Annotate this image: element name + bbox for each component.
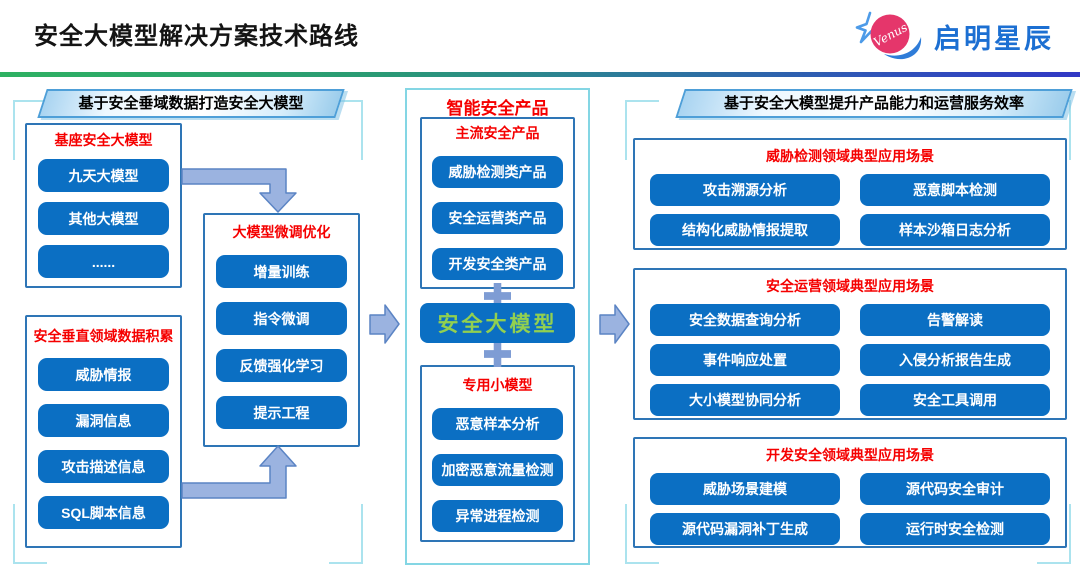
right-arrow-icon: [369, 304, 400, 344]
node-button: 攻击溯源分析: [650, 174, 840, 206]
header-divider-bar: [0, 72, 1080, 77]
elbow-arrow-up-icon: [181, 445, 297, 499]
box-title: 专用小模型: [462, 377, 533, 393]
node-button: SQL脚本信息: [38, 496, 169, 529]
right-arrow-icon: [599, 304, 630, 344]
box-model-finetuning: 大模型微调优化 增量训练 指令微调 反馈强化学习 提示工程: [203, 213, 360, 447]
box-mainstream-products: 主流安全产品 威胁检测类产品 安全运营类产品 开发安全类产品: [420, 117, 575, 289]
corner-bracket: [329, 504, 363, 564]
box-dev-security-scenarios: 开发安全领域典型应用场景 威胁场景建模 源代码安全审计 源代码漏洞补丁生成 运行…: [633, 437, 1067, 548]
left-panel-banner: 基于安全垂域数据打造安全大模型: [37, 89, 345, 118]
box-threat-detection-scenarios: 威胁检测领域典型应用场景 攻击溯源分析 恶意脚本检测 结构化威胁情报提取 样本沙…: [633, 138, 1067, 250]
right-panel-banner-label: 基于安全大模型提升产品能力和运营服务效率: [723, 95, 1024, 112]
node-button: 运行时安全检测: [860, 513, 1050, 545]
box-title: 开发安全领域典型应用场景: [766, 447, 934, 463]
venustech-logo: Venus 启明星辰: [854, 10, 1054, 62]
node-button: 威胁场景建模: [650, 473, 840, 505]
node-button: 加密恶意流量检测: [432, 454, 563, 486]
elbow-arrow-down-icon: [181, 168, 297, 213]
node-button: 事件响应处置: [650, 344, 840, 376]
box-title: 基座安全大模型: [54, 132, 153, 148]
node-button: 样本沙箱日志分析: [860, 214, 1050, 246]
node-button: 增量训练: [216, 255, 347, 288]
box-title: 大模型微调优化: [232, 224, 331, 240]
logo-brand-text: 启明星辰: [934, 23, 1054, 54]
corner-bracket: [13, 100, 47, 160]
node-button: 告警解读: [860, 304, 1050, 336]
node-button: 恶意样本分析: [432, 408, 563, 440]
node-button: 提示工程: [216, 396, 347, 429]
node-button: 恶意脚本检测: [860, 174, 1050, 206]
corner-bracket: [625, 100, 659, 160]
box-security-ops-scenarios: 安全运营领域典型应用场景 安全数据查询分析 告警解读 事件响应处置 入侵分析报告…: [633, 268, 1067, 420]
page-title: 安全大模型解决方案技术路线: [34, 23, 359, 50]
venus-logo-icon: Venus: [855, 11, 922, 60]
node-button: 九天大模型: [38, 159, 169, 192]
node-button: 威胁检测类产品: [432, 156, 563, 188]
node-button: 安全数据查询分析: [650, 304, 840, 336]
corner-bracket: [329, 100, 363, 160]
middle-panel-header: 智能安全产品: [446, 99, 549, 118]
node-button: 大小模型协同分析: [650, 384, 840, 416]
venus-circle-icon: [870, 14, 910, 54]
node-button: 安全运营类产品: [432, 202, 563, 234]
node-button: 漏洞信息: [38, 404, 169, 437]
scenario-grid: 攻击溯源分析 恶意脚本检测 结构化威胁情报提取 样本沙箱日志分析: [650, 174, 1050, 246]
node-button: 异常进程检测: [432, 500, 563, 532]
node-button: 攻击描述信息: [38, 450, 169, 483]
box-title: 主流安全产品: [455, 125, 540, 141]
core-model-badge: 安全大模型: [420, 303, 575, 343]
sparkle-icon: [855, 11, 873, 44]
node-button: ......: [38, 245, 169, 278]
node-button: 安全工具调用: [860, 384, 1050, 416]
node-button: 入侵分析报告生成: [860, 344, 1050, 376]
corner-bracket: [13, 504, 47, 564]
left-panel-banner-label: 基于安全垂域数据打造安全大模型: [78, 95, 304, 112]
box-base-security-models: 基座安全大模型 九天大模型 其他大模型 ......: [25, 123, 182, 288]
node-button: 结构化威胁情报提取: [650, 214, 840, 246]
corner-bracket: [1037, 504, 1071, 564]
node-button: 源代码漏洞补丁生成: [650, 513, 840, 545]
node-button: 开发安全类产品: [432, 248, 563, 280]
node-button: 源代码安全审计: [860, 473, 1050, 505]
box-title: 安全运营领域典型应用场景: [766, 278, 934, 294]
box-title: 威胁检测领域典型应用场景: [766, 148, 934, 164]
swoosh-icon: [884, 37, 922, 60]
node-button: 反馈强化学习: [216, 349, 347, 382]
node-button: 指令微调: [216, 302, 347, 335]
scenario-grid: 安全数据查询分析 告警解读 事件响应处置 入侵分析报告生成 大小模型协同分析 安…: [650, 304, 1050, 416]
box-special-small-models: 专用小模型 恶意样本分析 加密恶意流量检测 异常进程检测: [420, 365, 575, 542]
box-title: 安全垂直领域数据积累: [33, 328, 174, 344]
box-security-domain-data: 安全垂直领域数据积累 威胁情报 漏洞信息 攻击描述信息 SQL脚本信息: [25, 315, 182, 548]
right-panel-banner: 基于安全大模型提升产品能力和运营服务效率: [675, 89, 1073, 118]
node-button: 威胁情报: [38, 358, 169, 391]
node-button: 其他大模型: [38, 202, 169, 235]
corner-bracket: [625, 504, 659, 564]
scenario-grid: 威胁场景建模 源代码安全审计 源代码漏洞补丁生成 运行时安全检测: [650, 473, 1050, 545]
